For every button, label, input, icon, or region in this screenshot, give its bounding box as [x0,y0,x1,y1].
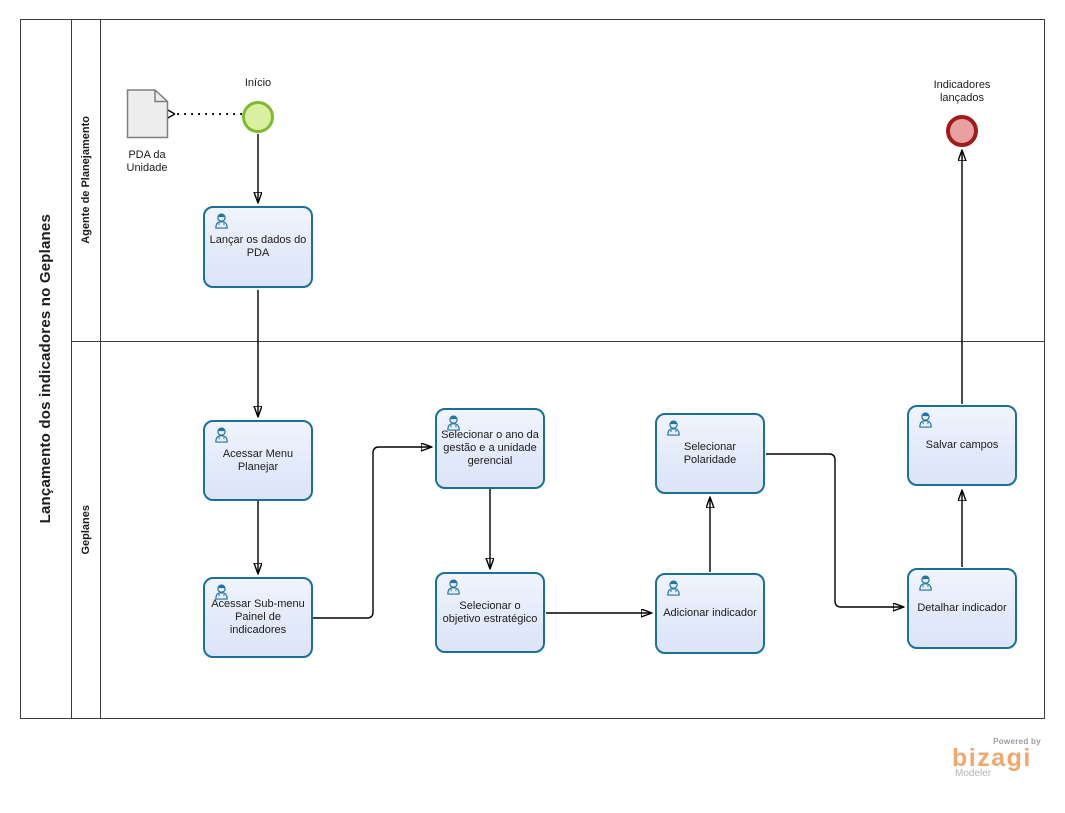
start-event-label: Início [244,77,272,89]
document-icon [126,89,169,139]
task-label: Acessar Sub-menu Painel de indicadores [211,598,305,636]
user-task-icon [916,575,935,591]
user-task-icon [664,580,683,596]
task-salvar-campos[interactable]: Salvar campos [907,405,1017,486]
user-task-icon [444,579,463,595]
task-label: Lançar os dados do PDA [209,234,307,259]
task-adicionar-indicador[interactable]: Adicionar indicador [655,573,765,654]
task-acessar-submenu-painel[interactable]: Acessar Sub-menu Painel de indicadores [203,577,313,658]
start-event[interactable] [242,101,274,133]
powered-by-label: Powered by [993,737,1041,746]
task-label: Selecionar o objetivo estratégico [442,599,538,625]
flow-polaridade-to-detalhar[interactable] [766,453,903,607]
user-task-icon [916,412,935,428]
task-label: Salvar campos [925,439,999,451]
end-event[interactable] [946,115,978,147]
modeler-label: Modeler [955,768,992,779]
task-selecionar-ano-gestao[interactable]: Selecionar o ano da gestão e a unidade g… [435,408,545,489]
lane-divider [71,341,1045,342]
data-object-label: PDA da Unidade [126,149,168,174]
task-acessar-menu-planejar[interactable]: Acessar Menu Planejar [203,420,313,501]
user-task-icon [444,415,463,431]
pool-border [20,19,1045,719]
task-label: Acessar Menu Planejar [222,447,294,473]
task-selecionar-objetivo[interactable]: Selecionar o objetivo estratégico [435,572,545,653]
task-label: Selecionar o ano da gestão e a unidade g… [441,429,539,467]
end-event-label: Indicadores lançados [933,79,991,104]
user-task-icon [212,427,231,443]
task-label: Detalhar indicador [917,602,1007,614]
task-selecionar-polaridade[interactable]: Selecionar Polaridade [655,413,765,494]
lane-label-divider [100,19,101,719]
data-object-pda[interactable] [126,89,169,139]
user-task-icon [664,420,683,436]
bizagi-logo: Powered by bizagi Modeler [952,737,1044,779]
user-task-icon [212,584,231,600]
task-lancar-dados-pda[interactable]: Lançar os dados do PDA [203,206,313,288]
user-task-icon [212,213,231,229]
pool-title-divider [71,19,72,719]
bizagi-wordmark: bizagi [952,744,1032,772]
task-label: Selecionar Polaridade [683,440,737,466]
task-label: Adicionar indicador [663,607,757,619]
flow-submenu-to-selecionar-ano[interactable] [313,447,431,619]
task-detalhar-indicador[interactable]: Detalhar indicador [907,568,1017,649]
